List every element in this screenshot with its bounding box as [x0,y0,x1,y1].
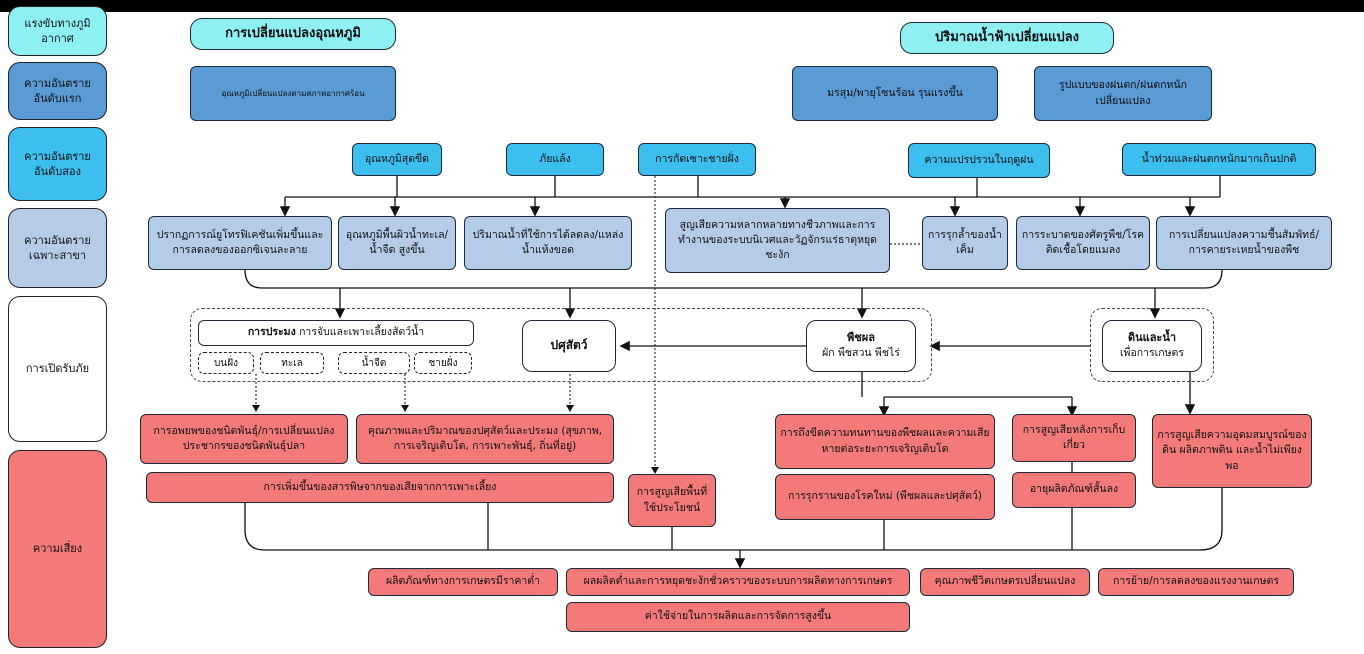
exposure-soil-water: ดินและน้ำ เพื่อการเกษตร [1102,320,1202,372]
risk-livestock-quality: คุณภาพและปริมาณของปศุสัตว์และประมง (สุขภ… [356,414,614,464]
fishery-title: การประมง [247,326,296,339]
risk-toxin: การเพิ่มขึ้นของสารพิษจากของเสียจากการเพา… [146,472,614,503]
risk-new-disease: การรุกรานของโรคใหม่ (พืชผลและปศุสัตว์) [775,474,995,520]
specific-water-supply: ปริมาณน้ำที่ใช้การได้ลดลง/แหล่งน้ำแห้งขอ… [464,216,632,270]
risk-shelf-life: อายุผลิตภัณฑ์สั้นลง [1012,472,1136,508]
risk-post-harvest: การสูญเสียหลังการเก็บเกี่ยว [1012,414,1136,462]
specific-eutrophication: ปรากฏการณ์ยูโทรฟิเคชันเพิ่มขึ้นและการลดล… [148,216,332,270]
fishery-type-freshwater: น้ำจืด [338,352,410,374]
lane-specific: ความอันตรายเฉพาะสาขา [8,208,107,288]
specific-humidity: การเปลี่ยนแปลงความชื้นสัมพัทธ์/การคายระเ… [1156,216,1332,270]
secondary-flood: น้ำท่วมและฝนตกหนักมากเกินปกติ [1122,143,1316,176]
impact-quality-of-life: คุณภาพชีวิตเกษตรเปลี่ยนแปลง [920,568,1090,596]
risk-soil-fertility: การสูญเสียความอุดมสมบูรณ์ของดิน ผลิตภาพด… [1152,414,1312,488]
soil-title: ดินและน้ำ [1127,331,1177,345]
primary-rain-pattern: รูปแบบของฝนตก/ฝนตกหนักเปลี่ยนแปลง [1034,66,1212,121]
lane-risk: ความเสี่ยง [8,450,107,648]
lane-driver: แรงขับทางภูมิอากาศ [8,6,107,56]
impact-low-price: ผลิตภัณฑ์ทางการเกษตรมีราคาต่ำ [368,568,558,596]
lane-exposure: การเปิดรับภัย [8,296,107,442]
secondary-rain-variability: ความแปรปรวนในฤดูฝน [908,143,1050,178]
risk-species-migration: การอพยพของชนิดพันธุ์/การเปลี่ยนแปลงประชา… [140,414,348,464]
driver-temperature: การเปลี่ยนแปลงอุณหภูมิ [190,18,396,50]
soil-subtitle: เพื่อการเกษตร [1119,347,1185,360]
primary-climate-temp: อุณหภูมิเปลี่ยนแปลงตามสภาพอากาศร้อน [190,66,396,121]
fishery-type-coastal: ชายฝั่ง [414,352,472,374]
exposure-group [190,308,932,382]
primary-monsoon: มรสุม/พายุโซนร้อน รุนแรงขึ้น [792,66,998,121]
crops-subtitle: ผัก พืชสวน พืชไร่ [822,347,900,360]
fishery-type-sea: ทะเล [260,352,324,374]
fishery-subtitle: การจับและเพาะเลี้ยงสัตว์น้ำ [299,326,425,339]
top-bar [0,0,1364,12]
specific-saltwater: การรุกล้ำของน้ำเค็ม [922,216,1008,270]
impact-labor: การย้าย/การลดลงของแรงงานเกษตร [1098,568,1294,596]
impact-low-yield: ผลผลิตต่ำและการหยุดชะงักชั่วคราวของระบบก… [566,568,910,596]
lane-primary: ความอันตรายอันดับแรก [8,62,107,120]
risk-land-loss: การสูญเสียพื้นที่ใช้ประโยชน์ [628,474,716,527]
driver-rainfall: ปริมาณน้ำฟ้าเปลี่ยนแปลง [900,22,1114,54]
exposure-livestock: ปศุสัตว์ [522,320,616,372]
fishery-type-onshore: บนฝั่ง [198,352,254,374]
risk-plant-tolerance: การถึงขีดความทนทานของพืชผลและความเสียหาย… [775,414,995,469]
specific-water-temp: อุณหภูมิพื้นผิวน้ำทะเล/น้ำจืด สูงขึ้น [338,216,456,270]
crops-title: พืชผล [847,331,875,345]
lane-secondary: ความอันตรายอันดับสอง [8,127,107,201]
soil-group [1090,308,1214,382]
secondary-coastal-erosion: การกัดเซาะชายฝั่ง [638,143,756,176]
specific-biodiversity: สูญเสียความหลากหลายทางชีวภาพและการทำงานข… [665,208,890,273]
specific-pests: การระบาดของศัตรูพืช/โรคติดเชื้อโดยแมลง [1016,216,1150,270]
exposure-fishery: การประมง การจับและเพาะเลี้ยงสัตว์น้ำ [198,320,474,346]
impact-cost: ค่าใช้จ่ายในการผลิตและการจัดการสูงขึ้น [566,602,910,632]
secondary-drought: ภัยแล้ง [506,143,604,176]
exposure-crops: พืชผล ผัก พืชสวน พืชไร่ [806,320,916,372]
secondary-extreme-temp: อุณหภูมิสุดขีด [352,143,442,176]
